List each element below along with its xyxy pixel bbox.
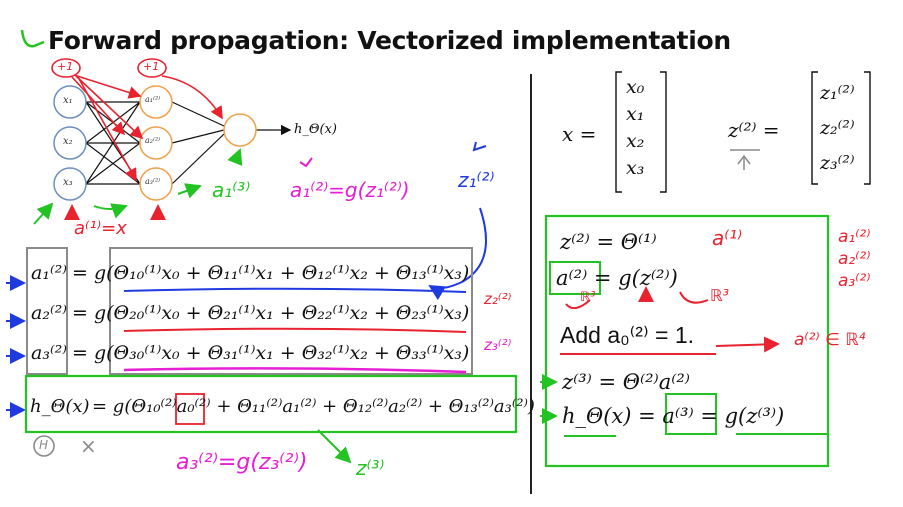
input-node-1	[53, 85, 87, 119]
vector-x-lhs: x =	[562, 122, 597, 146]
eq-a1-lhs: a₁⁽²⁾	[31, 262, 67, 284]
eq-right-h: h_Θ(x) = a⁽³⁾ = g(z⁽³⁾)	[562, 404, 785, 428]
hidden-label-2: a₂⁽²⁾	[145, 136, 161, 145]
divider-line	[530, 74, 532, 494]
vector-brackets	[615, 71, 871, 193]
output-green-box	[24, 374, 518, 434]
vector-x-entry-2: x₂	[626, 130, 645, 152]
hidden-label-1: a₁⁽²⁾	[145, 95, 161, 104]
input-label-1: x₁	[63, 95, 73, 106]
annot-a1-eq-x: a⁽¹⁾=x	[74, 218, 127, 239]
annot-z3: z₃⁽²⁾	[484, 336, 512, 354]
r3-curve-b	[679, 291, 709, 304]
h-circle-mark	[33, 435, 55, 457]
lhs-gray-box	[26, 247, 68, 375]
output-label: h_Θ(x)	[294, 122, 338, 137]
bias-arrows	[51, 58, 223, 182]
eq-right-a2: a⁽²⁾ = g(z⁽²⁾)	[556, 266, 678, 290]
zout-arrow	[317, 429, 352, 464]
vector-z-entry-1: z₂⁽²⁾	[820, 117, 855, 139]
network-green-marks	[33, 148, 243, 225]
plus-one-input: +1	[57, 60, 74, 73]
annot-a1-g: a₁⁽²⁾=g(z₁⁽²⁾)	[290, 178, 410, 202]
annot-right-stack: a₁⁽²⁾ a₂⁽²⁾ a₃⁽²⁾	[838, 227, 871, 291]
right-green-box	[544, 214, 830, 468]
vector-x: x₀ x₁ x₂ x₃	[626, 74, 644, 182]
rhs-gray-box	[109, 247, 473, 375]
annot-a3-g: a₃⁽²⁾=g(z₃⁽²⁾)	[176, 450, 308, 475]
eq-a3-lhs: a₃⁽²⁾	[31, 342, 67, 364]
hidden-node-1	[139, 85, 173, 119]
eq-a3-rhs: = g(Θ₃₀⁽¹⁾x₀ + Θ₃₁⁽¹⁾x₁ + Θ₃₂⁽¹⁾x₂ + Θ₃₃…	[72, 342, 470, 364]
a3-green-box	[665, 393, 717, 435]
input-label-2: x₂	[63, 136, 73, 147]
eq-right-z2: z⁽²⁾ = Θ⁽¹⁾	[560, 230, 657, 254]
eq-a1-rhs: = g(Θ₁₀⁽¹⁾x₀ + Θ₁₁⁽¹⁾x₁ + Θ₁₂⁽¹⁾x₂ + Θ₁₃…	[72, 262, 470, 284]
annot-r3-b: ℝ³	[710, 286, 730, 305]
eq-a2-rhs: = g(Θ₂₀⁽¹⁾x₀ + Θ₂₁⁽¹⁾x₁ + Θ₂₂⁽¹⁾x₂ + Θ₂₃…	[72, 302, 470, 324]
z-up-mark	[737, 154, 751, 170]
annot-a2-r4: a⁽²⁾ ∈ ℝ⁴	[794, 330, 866, 350]
hidden-node-3	[139, 167, 173, 201]
eq-right-z3: z⁽³⁾ = Θ⁽²⁾a⁽²⁾	[562, 370, 690, 394]
annot-z1: z₁⁽²⁾	[458, 168, 495, 192]
hidden-label-3: a₃⁽²⁾	[145, 177, 161, 186]
vector-x-entry-3: x₃	[626, 157, 645, 179]
plus-one-hidden: +1	[143, 60, 160, 73]
underline-row3	[123, 367, 467, 374]
annot-r3-a: ℝ³	[580, 290, 596, 305]
a1g-tick	[299, 157, 313, 168]
z1-curve	[428, 207, 487, 301]
underline-row1	[123, 287, 467, 293]
a2-green-box	[549, 261, 601, 295]
vector-x-entry-0: x₀	[626, 76, 645, 98]
eq-h-lhs: h_Θ(x)	[30, 396, 90, 417]
z1-tick	[472, 141, 487, 152]
underline-row2	[123, 327, 467, 333]
vector-x-entry-1: x₁	[626, 103, 645, 125]
input-node-3	[53, 167, 87, 201]
input-node-2	[53, 126, 87, 160]
annot-a1-output: a₁⁽³⁾	[212, 178, 251, 202]
annot-z-out: z⁽³⁾	[356, 456, 385, 480]
eq-h-rhs: = g(Θ₁₀⁽²⁾a₀⁽²⁾ + Θ₁₁⁽²⁾a₁⁽²⁾ + Θ₁₂⁽²⁾a₂…	[92, 396, 535, 417]
annot-cross: ×	[80, 434, 97, 458]
hidden-node-2	[139, 126, 173, 160]
vector-z: z₁⁽²⁾ z₂⁽²⁾ z₃⁽²⁾	[820, 76, 855, 181]
annot-x-a1: a⁽¹⁾	[712, 226, 743, 250]
vector-z-entry-0: z₁⁽²⁾	[820, 82, 855, 104]
eq-right-add: Add a₀⁽²⁾ = 1.	[560, 322, 695, 348]
a0-red-box	[175, 393, 205, 425]
vector-z-entry-2: z₃⁽²⁾	[820, 152, 855, 174]
annot-z2: z₂⁽²⁾	[484, 290, 512, 308]
slide-title: Forward propagation: Vectorized implemen…	[48, 26, 731, 55]
annot-h-circle: H	[39, 438, 49, 452]
vector-z-lhs: z⁽²⁾ =	[728, 118, 780, 142]
add-arrow	[715, 336, 780, 353]
eq-a2-lhs: a₂⁽²⁾	[31, 302, 67, 324]
title-hook-mark	[20, 29, 45, 48]
r3-curve-a	[565, 299, 591, 310]
input-label-3: x₃	[63, 177, 73, 188]
output-node	[223, 113, 257, 147]
